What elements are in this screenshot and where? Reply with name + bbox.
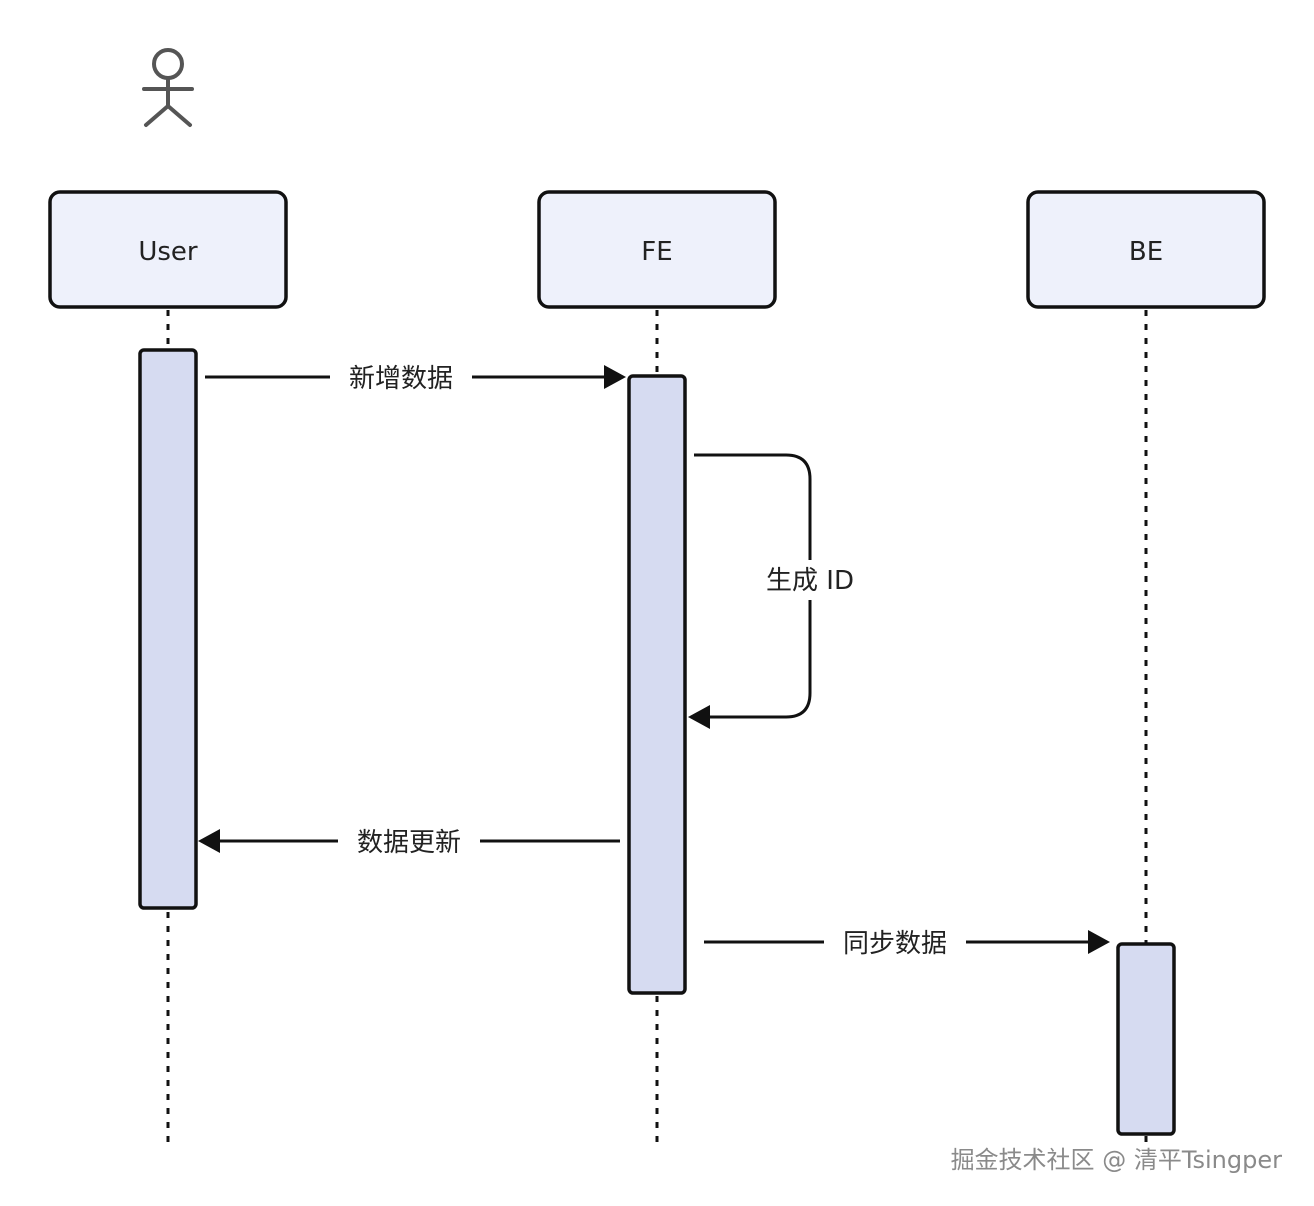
participant-be: BE: [1026, 190, 1266, 309]
arrowhead-icon: [198, 829, 220, 853]
activation-fe: [627, 374, 687, 995]
participant-fe-label: FE: [641, 237, 672, 267]
watermark: 掘金技术社区 @ 清平Tsingper: [951, 1146, 1283, 1174]
activation-be: [1116, 942, 1176, 1136]
message-add-data-label: 新增数据: [349, 364, 453, 394]
activation-user: [138, 348, 198, 910]
actor-icon: [142, 48, 194, 127]
message-data-update: 数据更新: [198, 822, 620, 860]
arrowhead-icon: [688, 705, 710, 729]
participant-fe: FE: [537, 190, 777, 309]
message-generate-id: 生成 ID: [688, 453, 860, 729]
arrowhead-icon: [1088, 930, 1110, 954]
message-add-data: 新增数据: [205, 358, 626, 396]
participant-be-label: BE: [1129, 237, 1163, 267]
participant-user: User: [48, 190, 288, 309]
message-sync-data: 同步数据: [704, 923, 1110, 961]
message-sync-data-label: 同步数据: [843, 929, 947, 959]
message-generate-id-label: 生成 ID: [766, 566, 854, 596]
participant-user-label: User: [138, 237, 198, 267]
message-data-update-label: 数据更新: [357, 828, 461, 858]
arrowhead-icon: [604, 365, 626, 389]
